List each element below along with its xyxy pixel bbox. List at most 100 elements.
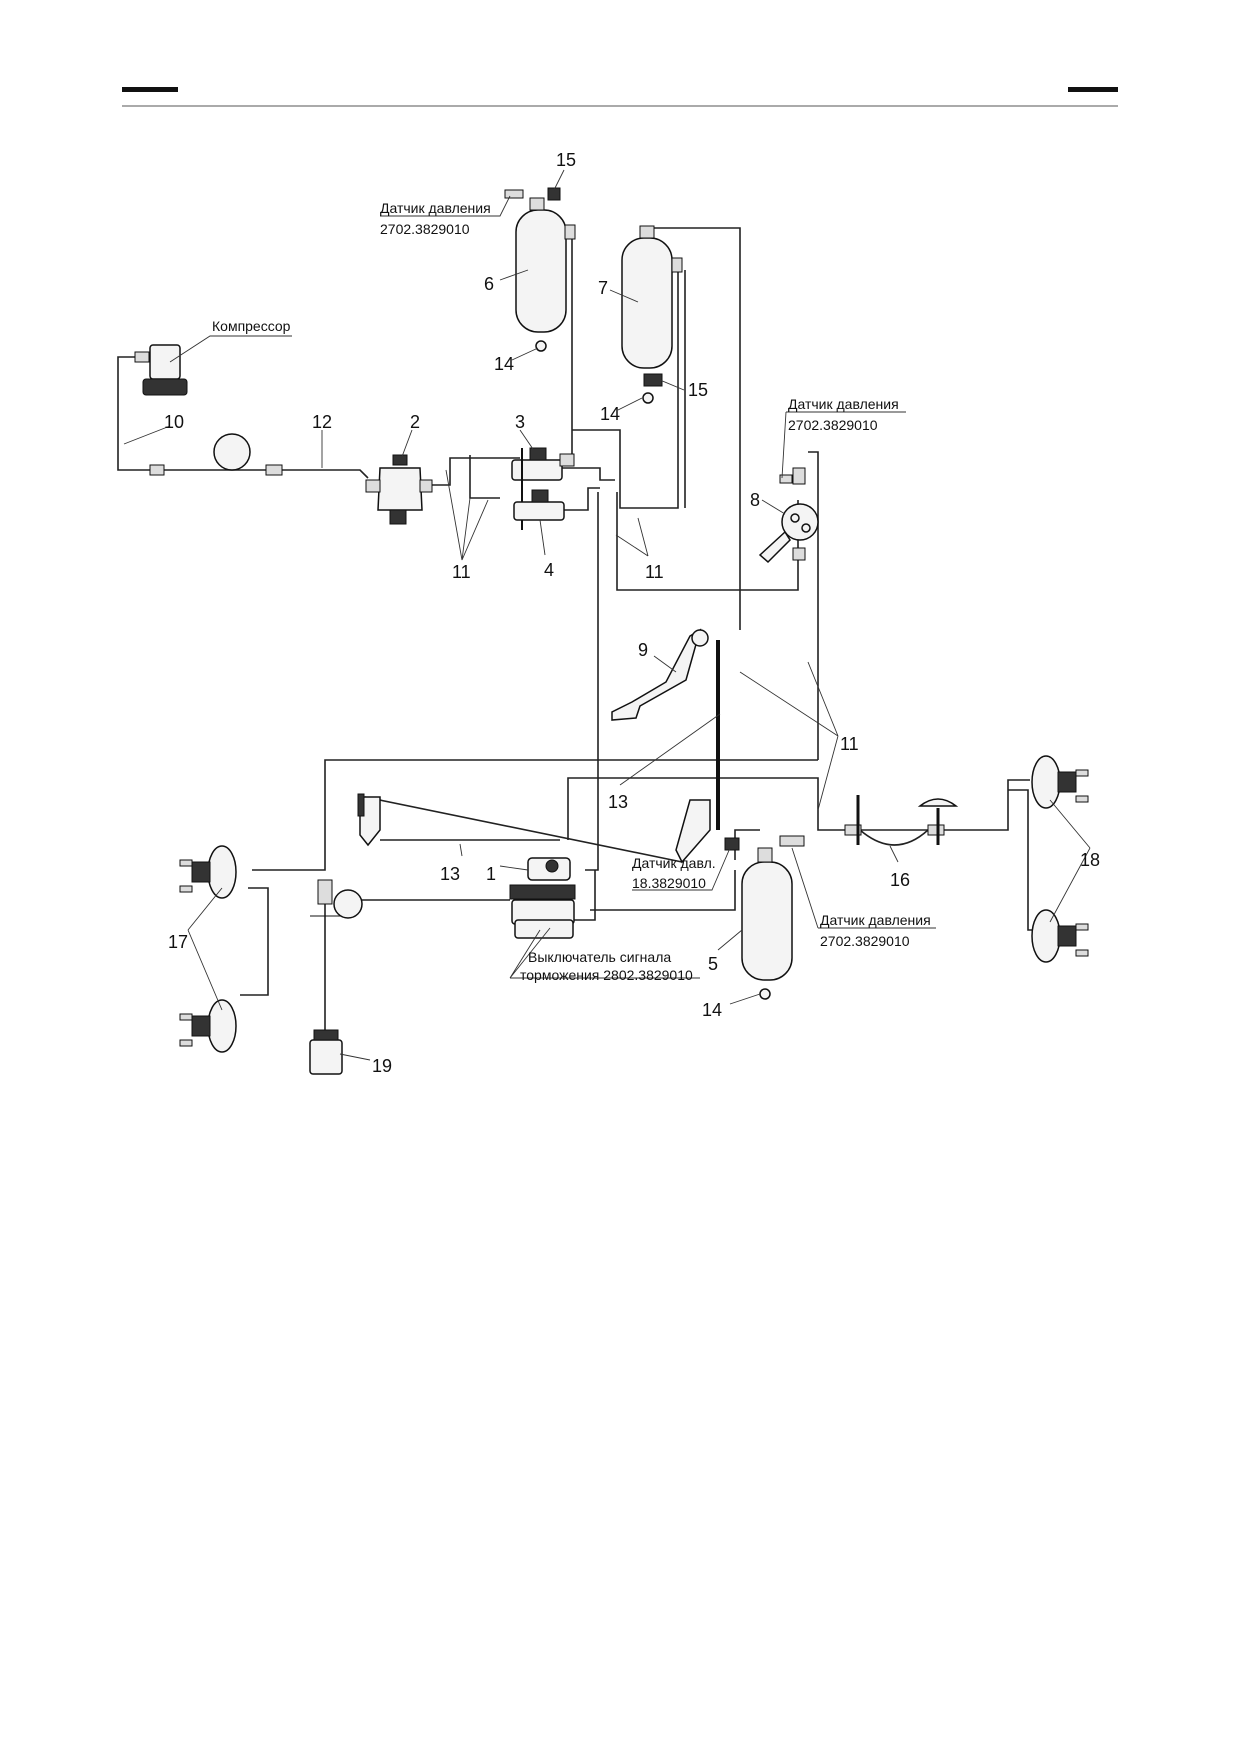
valve1-knob	[545, 859, 559, 873]
brake-chamber-18a	[1031, 755, 1089, 809]
rod-upper	[364, 796, 683, 863]
chamber18b-rod	[1057, 925, 1077, 947]
valve8-fitting-top	[792, 467, 806, 485]
leader-switch	[509, 927, 700, 979]
cylinder19-fitting	[317, 879, 333, 905]
callout-11b: 11	[645, 562, 664, 582]
hose-16	[844, 795, 959, 846]
callout-5: 5	[708, 954, 718, 974]
tank6-body	[515, 209, 567, 333]
pipe-right-axle	[845, 779, 1030, 831]
tank7-drain	[642, 392, 654, 404]
valve2-fitting-l	[365, 479, 381, 493]
tank7-top-fitting	[639, 225, 655, 239]
text-labels: Компрессор Датчик давления 2702.3829010 …	[212, 200, 931, 983]
tank7-body	[621, 237, 673, 369]
valve2-bottom	[389, 509, 407, 525]
label-sensor-bottom-2: 2702.3829010	[820, 933, 910, 949]
compressor-base	[142, 378, 188, 396]
callout-14c: 14	[702, 1000, 722, 1020]
air-tank-6	[504, 187, 576, 352]
callout-6: 6	[484, 274, 494, 294]
hose16-fitting-l	[844, 824, 862, 836]
callout-2: 2	[410, 412, 420, 432]
leader-lines	[123, 169, 1091, 1061]
valve3-body	[511, 459, 563, 481]
chamber17a-body	[207, 845, 237, 899]
pipe-right-axle-2	[1008, 789, 1035, 931]
tank5-switch	[724, 837, 740, 851]
callout-numbers: 1 2 3 4 5 6 7 8 9 10 11 11 11 12 13 13 1…	[164, 150, 1100, 1076]
brake-valve-1	[509, 857, 576, 939]
callout-1: 1	[486, 864, 496, 884]
pipe-valve1-b	[565, 870, 596, 921]
valve8-fitting-bot	[792, 547, 806, 561]
pipe-to-8	[808, 451, 819, 760]
tank6-top-fitting	[529, 197, 545, 211]
callout-11c: 11	[840, 734, 859, 754]
callout-19: 19	[372, 1056, 392, 1076]
label-sensor-top-1: Датчик давления	[380, 200, 491, 216]
tank5-sensor-fitting	[779, 835, 805, 847]
protection-valve-4	[513, 489, 565, 521]
hose16-mushroom	[917, 798, 959, 807]
leader-sensor-right	[781, 411, 906, 479]
leader-compressor	[169, 335, 292, 363]
compressor	[134, 344, 188, 396]
pipe-to-tank7	[572, 272, 679, 509]
tank6-side-fitting	[564, 224, 576, 240]
leader-11a	[445, 469, 489, 561]
tank5-drain	[759, 988, 771, 1000]
callout-10: 10	[164, 412, 184, 432]
valve3-fitting	[559, 453, 575, 467]
pipe-mid-lower	[567, 777, 845, 840]
pipe10-fitting-a	[149, 464, 165, 476]
callout-15b: 15	[688, 380, 708, 400]
pipe-2-3	[420, 457, 470, 486]
label-sensor-bottom-1: Датчик давления	[820, 912, 931, 928]
callout-8: 8	[750, 490, 760, 510]
valve4-top	[531, 489, 549, 503]
leader-sensor-top	[380, 195, 511, 217]
header-bar-right	[1068, 87, 1118, 92]
chamber17a-rod	[191, 861, 211, 883]
callout-7: 7	[598, 278, 608, 298]
valve1-bottom	[514, 919, 574, 939]
pipe-3-right	[540, 467, 615, 481]
pipe-top-right	[650, 227, 741, 630]
leader-5	[717, 929, 743, 951]
label-compressor: Компрессор	[212, 318, 291, 334]
linkage-13	[357, 793, 711, 864]
leader-11b	[615, 517, 649, 557]
chamber17b-rod	[191, 1015, 211, 1037]
callout-12: 12	[312, 412, 332, 432]
pipe-10	[117, 356, 160, 471]
tank6-drain	[535, 340, 547, 352]
tank5-body	[741, 861, 793, 981]
leader-17	[187, 887, 223, 1011]
leader-14a	[511, 347, 539, 361]
leader-7	[609, 289, 639, 303]
pipe-left-axle-2	[240, 887, 269, 996]
leader-6	[499, 269, 529, 281]
callout-16: 16	[890, 870, 910, 890]
leader-1	[499, 865, 529, 871]
pipe-vert-a	[585, 492, 599, 871]
pipe-valve1-c	[590, 870, 736, 911]
leader-sensor-bottom	[791, 847, 936, 929]
label-switch-1: Выключатель сигнала	[528, 949, 671, 965]
callout-9: 9	[638, 640, 648, 660]
brake-chamber-17b	[179, 999, 237, 1053]
chamber18b-stud-a	[1075, 923, 1089, 931]
pipe-left-axle	[252, 820, 326, 871]
pipe12-fitting-a	[265, 464, 283, 476]
pipe-network	[117, 227, 1035, 1030]
chamber17b-stud-b	[179, 1039, 193, 1047]
callout-14b: 14	[600, 404, 620, 424]
leader-18	[1049, 799, 1091, 923]
valve3-top	[529, 447, 547, 461]
tank7-side-fitting	[671, 257, 683, 273]
leader-15b	[659, 379, 685, 391]
pedal9-pivot	[691, 629, 709, 647]
